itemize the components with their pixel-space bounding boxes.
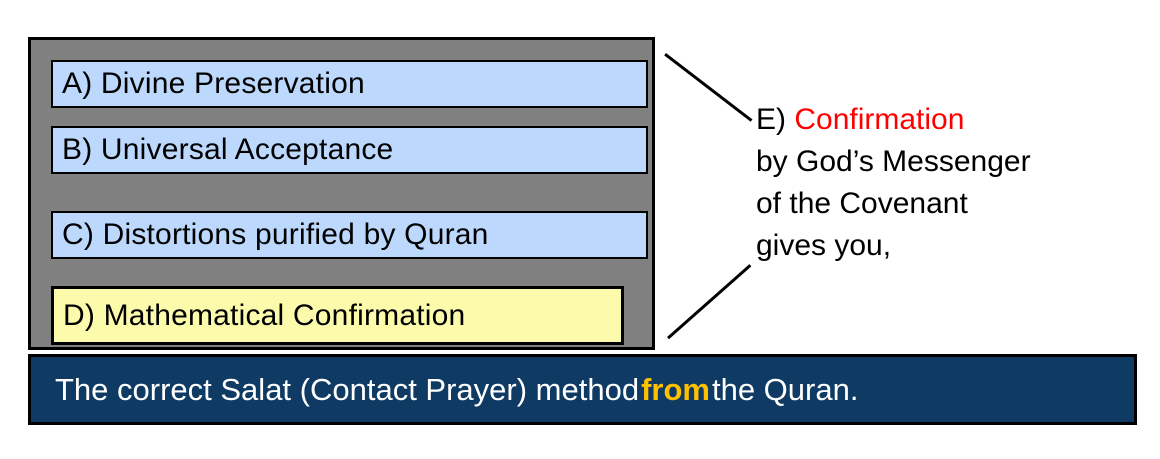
option-row-d[interactable]: D) Mathematical Confirmation bbox=[51, 286, 624, 345]
option-row-c[interactable]: C) Distortions purified by Quran bbox=[51, 211, 648, 259]
callout-line-4: gives you, bbox=[756, 229, 892, 262]
callout-line-1: E) Confirmation bbox=[756, 99, 1031, 141]
summary-banner: The correct Salat (Contact Prayer) metho… bbox=[28, 354, 1137, 425]
callout-prefix: E) bbox=[756, 103, 795, 136]
option-label-a: A) Divine Preservation bbox=[62, 67, 365, 100]
banner-text-before: The correct Salat (Contact Prayer) metho… bbox=[55, 371, 640, 407]
option-row-a[interactable]: A) Divine Preservation bbox=[51, 60, 648, 108]
options-panel: A) Divine Preservation B) Universal Acce… bbox=[28, 37, 655, 350]
leader-line-bottom bbox=[667, 264, 752, 340]
banner-emphasis: from bbox=[641, 371, 710, 407]
option-label-c: C) Distortions purified by Quran bbox=[62, 218, 489, 251]
banner-text-after: the Quran. bbox=[711, 371, 859, 407]
option-row-b[interactable]: B) Universal Acceptance bbox=[51, 126, 648, 174]
option-label-d: D) Mathematical Confirmation bbox=[63, 298, 466, 332]
option-label-b: B) Universal Acceptance bbox=[62, 133, 394, 166]
callout-line-3: of the Covenant bbox=[756, 187, 968, 220]
callout-line-2: by God’s Messenger bbox=[756, 145, 1031, 178]
callout-highlight: Confirmation bbox=[794, 103, 965, 136]
callout-text: E) Confirmation by God’s Messenger of th… bbox=[756, 99, 1031, 267]
leader-line-top bbox=[664, 53, 753, 122]
